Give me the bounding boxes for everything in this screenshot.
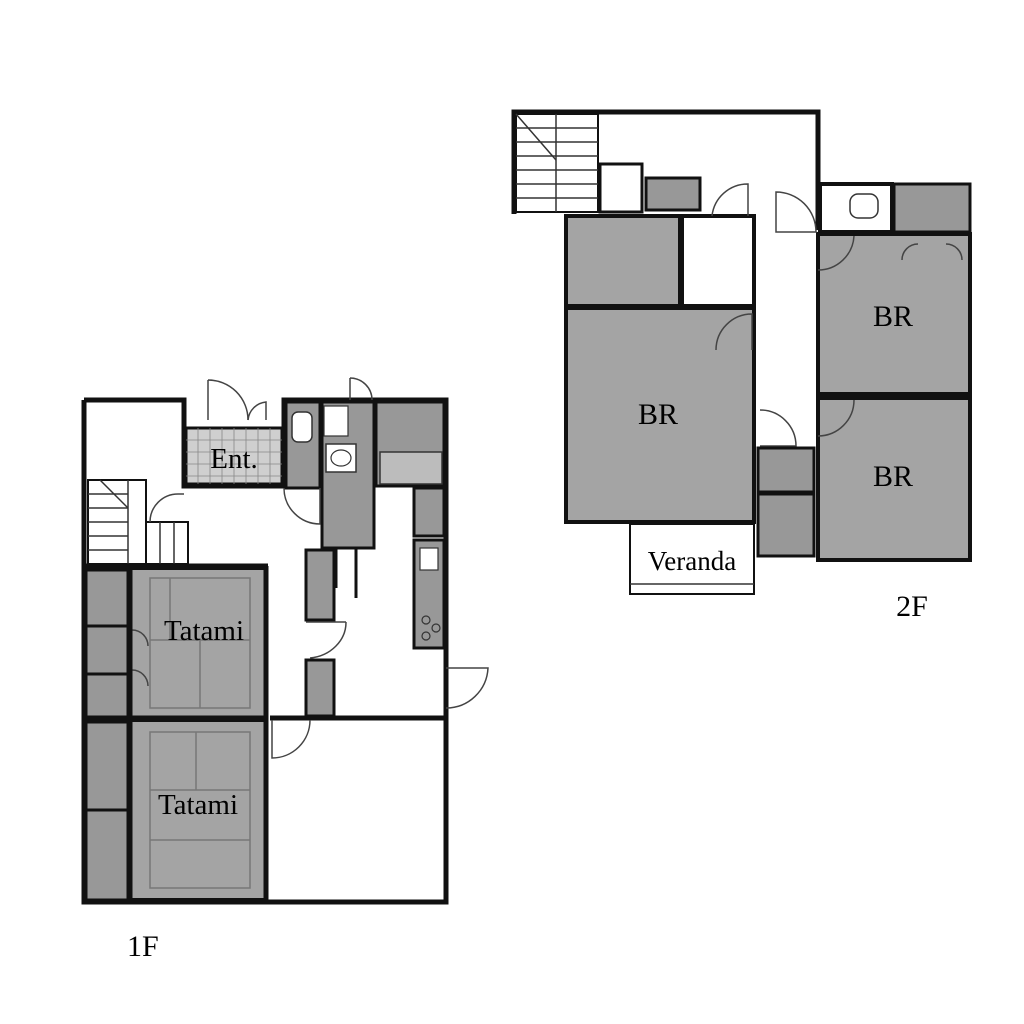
bathtub-fixture <box>379 451 443 485</box>
veranda <box>629 523 755 595</box>
storage-door[interactable] <box>306 621 347 659</box>
hall-closet <box>644 176 702 212</box>
back-door[interactable] <box>445 667 489 709</box>
bedroom-main-label: BR <box>638 398 678 431</box>
bedroom-main <box>564 306 756 524</box>
kitchen-shelf <box>412 486 446 538</box>
hall-closet-door[interactable] <box>711 183 749 217</box>
closet-2f-low <box>756 492 816 558</box>
bedroom-upper-right-label: BR <box>873 300 913 333</box>
stair-door[interactable] <box>149 493 184 523</box>
landing <box>598 162 644 214</box>
veranda-label: Veranda <box>648 546 736 576</box>
closet-2f-top <box>892 182 972 234</box>
closet-door-upper[interactable] <box>131 629 149 687</box>
second-floor-label: 2F <box>896 590 928 623</box>
stove-burners <box>421 615 441 641</box>
sink-bowl <box>330 449 352 467</box>
storage-room <box>564 214 682 308</box>
bedroom-main-door[interactable] <box>715 313 753 351</box>
closet-4 <box>84 720 130 812</box>
bedroom-lower-right-door[interactable] <box>817 399 855 437</box>
tatami-lower-label: Tatami <box>158 789 238 821</box>
second-floor-stairs <box>515 113 599 213</box>
entrance-tile-grid <box>186 428 282 484</box>
first-floor-stairs <box>87 479 189 565</box>
toilet-door[interactable] <box>283 487 321 525</box>
storage-unit-1 <box>304 548 336 622</box>
entrance-door-small[interactable] <box>247 401 267 421</box>
stair-well-wall <box>511 109 821 230</box>
second-floor-plan <box>511 109 972 595</box>
tatami-mats-lower <box>149 731 251 889</box>
hall-door-2f[interactable] <box>759 409 797 447</box>
first-floor-plan <box>81 377 489 905</box>
closet-3 <box>84 672 130 720</box>
kitchen-sink <box>419 547 439 571</box>
entrance-label: Ent. <box>210 443 258 475</box>
entrance-door[interactable] <box>207 379 249 421</box>
tatami-room-lower <box>128 718 268 902</box>
washer-space <box>323 405 349 437</box>
toilet-2f-fixture <box>849 193 879 219</box>
closet-2f-mid <box>756 446 816 494</box>
first-floor-label: 1F <box>127 930 159 963</box>
toilet-fixture <box>291 411 313 443</box>
tatami-upper-label: Tatami <box>164 615 244 647</box>
bedroom-upper-right-door[interactable] <box>817 235 855 271</box>
bedroom-lower-right-label: BR <box>873 460 913 493</box>
hall-closet-room <box>680 214 756 308</box>
closet-2f-doors[interactable] <box>901 243 963 261</box>
tatami-mats-upper <box>149 577 251 709</box>
closet-2 <box>84 624 130 676</box>
closet-5 <box>84 808 130 902</box>
bath-door-top[interactable] <box>349 377 373 401</box>
toilet-2f-door[interactable] <box>775 191 817 233</box>
closet-1 <box>84 568 130 628</box>
living-door[interactable] <box>271 719 311 759</box>
storage-unit-2 <box>304 658 336 718</box>
